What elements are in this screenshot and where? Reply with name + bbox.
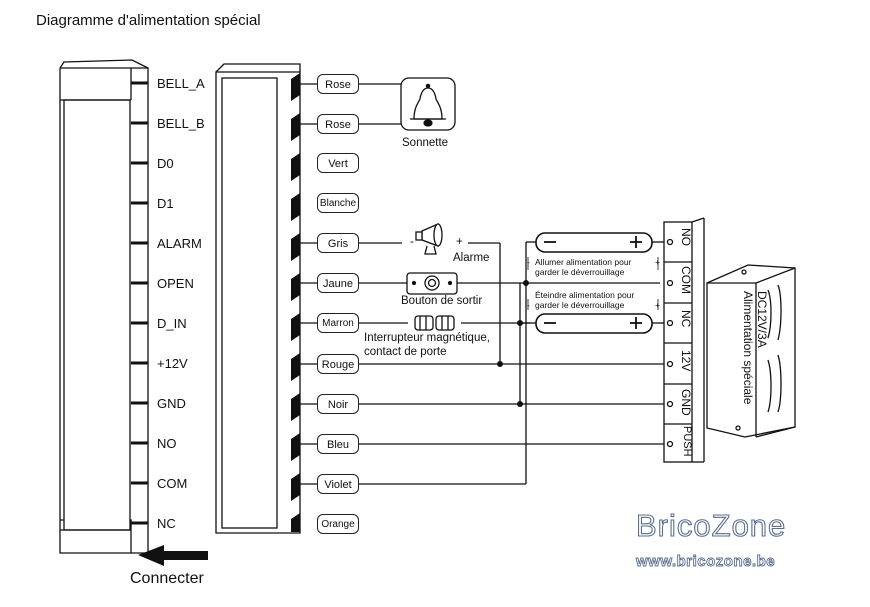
lock-fail-safe — [535, 313, 653, 334]
terminal-gnd-label: GND — [157, 396, 186, 411]
power-supply-box — [706, 264, 796, 438]
connect-arrow — [138, 545, 208, 566]
wire-color-pill: Bleu — [317, 434, 359, 454]
bell-icon — [400, 77, 456, 131]
terminal-alarm-label: ALARM — [157, 236, 202, 251]
magnetic-contact-label-1: Interrupteur magnétique, — [364, 332, 490, 344]
terminal-d0-label: D0 — [157, 156, 174, 171]
psu-label: DC12V/3A Alimentation spéciale — [741, 291, 769, 405]
magnetic-contact-label-2: contact de porte — [364, 346, 447, 358]
connector-pins — [131, 81, 148, 525]
wire-color-pill: Rouge — [317, 354, 359, 374]
page-title: Diagramme d'alimentation spécial — [36, 12, 261, 29]
doorbell-label: Sonnette — [402, 137, 449, 149]
connector-housing-left — [59, 59, 149, 554]
terminal-nc-label: NC — [157, 516, 176, 531]
psu-terminal-gnd: GND — [679, 389, 693, 416]
terminal-open-label: OPEN — [157, 276, 194, 291]
psu-terminal-12v: 12V — [679, 350, 693, 372]
fail-secure-note-1: Allumer alimentation pour — [535, 257, 632, 267]
lock-fail-secure — [535, 232, 653, 253]
terminal-bell-a-label: BELL_A — [157, 76, 205, 91]
terminal-com-label: COM — [157, 476, 188, 491]
junction-dots — [497, 280, 529, 407]
wire-color-pill: Blanche — [317, 193, 359, 213]
exit-button-label: Bouton de sortir — [401, 295, 483, 307]
psu-terminal-nc: NC — [679, 310, 693, 328]
fail-safe-note-1: Éteindre alimentation pour — [535, 290, 635, 300]
exit-button-icon — [406, 272, 458, 295]
alarm-label: Alarme — [453, 252, 490, 264]
terminal-12v-label: +12V — [157, 356, 188, 371]
wire-color-pill: Jaune — [317, 273, 359, 293]
wire-color-pill: Rose — [317, 114, 359, 134]
wire-color-pill: Violet — [317, 474, 359, 494]
wire-color-pill: Marron — [317, 313, 359, 333]
brand-url: www.bricozone.be — [636, 553, 776, 571]
terminal-d-in-label: D_IN — [157, 316, 187, 331]
wire-color-pill: Noir — [317, 394, 359, 414]
psu-terminal-com: COM — [679, 266, 693, 294]
psu-terminal-strip — [663, 217, 705, 463]
alarm-icon — [415, 223, 443, 255]
brand-logo: BricoZone — [635, 507, 787, 543]
fail-secure-note-2: garder le déverrouillage — [535, 267, 625, 277]
fail-safe-note-2: garder le déverrouillage — [535, 300, 625, 310]
wire-color-pill: Vert — [317, 153, 359, 173]
wires — [300, 83, 664, 485]
connector-label: Connecter — [130, 570, 204, 587]
wire-color-pill: Rose — [317, 74, 359, 94]
psu-terminal-push: PUSH — [681, 426, 693, 457]
wire-color-pill: Gris — [317, 233, 359, 253]
wire-color-pill: Orange — [317, 514, 359, 534]
connector-block-right — [215, 63, 301, 534]
psu-terminal-no: NO — [679, 228, 693, 246]
magnetic-contact-icon — [414, 315, 455, 331]
terminal-bell-b-label: BELL_B — [157, 116, 205, 131]
terminal-d1-label: D1 — [157, 196, 174, 211]
block-pins — [291, 73, 300, 532]
terminal-no-label: NO — [157, 436, 177, 451]
